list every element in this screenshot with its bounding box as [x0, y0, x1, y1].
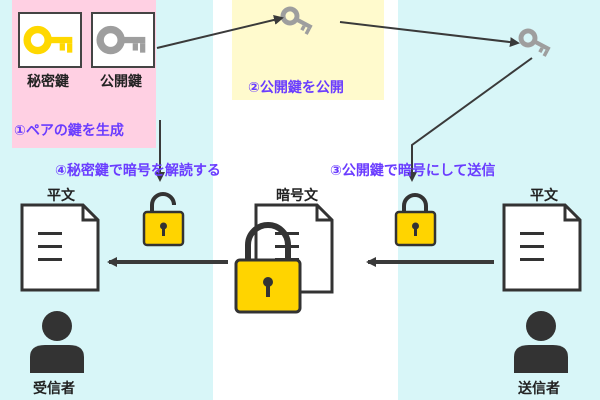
step3-label: ③公開鍵で暗号にして送信 — [330, 163, 496, 179]
distribute-arrow — [339, 21, 520, 48]
step2-label: ②公開鍵を公開 — [248, 80, 344, 96]
public-key-to-lock-arrow — [407, 57, 533, 182]
sender-key-icon — [518, 28, 551, 57]
ciphertext-lock-icon — [234, 222, 302, 314]
public-key-icon — [96, 25, 146, 55]
private-key-icon — [23, 25, 73, 55]
sender-person-icon — [514, 311, 568, 373]
published-key-icon — [280, 6, 313, 35]
receiver-label: 受信者 — [33, 381, 75, 397]
public-key-publish-box — [232, 0, 384, 100]
plaintext-right-label: 平文 — [530, 188, 558, 204]
plaintext-left-document-icon — [20, 203, 100, 292]
sender-label: 送信者 — [518, 381, 560, 397]
ciphertext-label: 暗号文 — [276, 188, 318, 204]
plaintext-left-label: 平文 — [47, 188, 75, 204]
lock-icon — [394, 193, 437, 247]
private-key-label: 秘密鍵 — [27, 74, 69, 90]
receiver-person-icon — [30, 311, 84, 373]
step1-label: ①ペアの鍵を生成 — [14, 123, 124, 139]
unlock-icon — [142, 192, 185, 247]
publish-arrow — [156, 15, 284, 49]
public-key-label: 公開鍵 — [100, 74, 142, 90]
step4-label: ④秘密鍵で暗号を解読する — [55, 163, 221, 179]
sender-area — [398, 0, 600, 400]
plaintext-right-document-icon — [502, 203, 582, 292]
